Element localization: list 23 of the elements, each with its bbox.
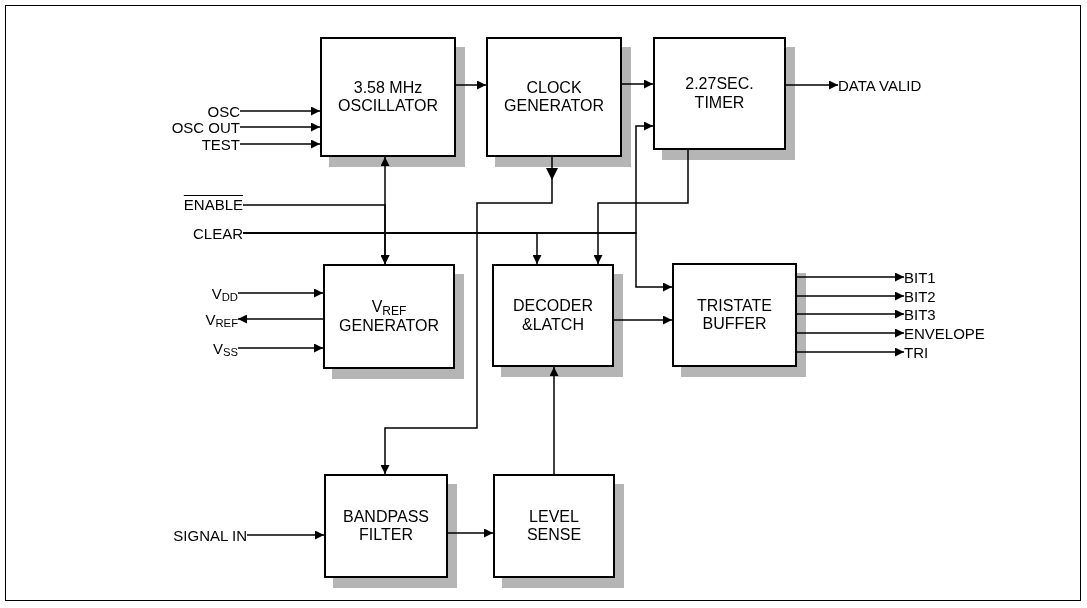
block-label: TRISTATE BUFFER: [696, 296, 773, 334]
signal-label: DATA VALID: [838, 76, 968, 94]
signal-label: TEST: [180, 135, 240, 153]
signal-label: BIT3: [904, 305, 964, 323]
block-label: V$_{REF}$ GENERATOR: [338, 298, 440, 335]
signal-label: V$_{DD}$: [190, 282, 238, 304]
signal-label: ENVELOPE: [904, 324, 1004, 342]
signal-label: OSC: [180, 102, 240, 120]
signal-label: ENABLE: [150, 194, 243, 214]
signal-label: OSC OUT: [150, 118, 240, 136]
signal-label: V$_{REF}$: [185, 308, 238, 330]
signal-label: CLEAR: [160, 224, 243, 242]
signal-label: TRI: [904, 343, 964, 361]
block-label: 2.27SEC. TIMER: [684, 75, 755, 112]
block-label: DECODER &LATCH: [512, 297, 594, 334]
block-label: 3.58 MHz OSCILLATOR: [337, 78, 439, 116]
signal-label: SIGNAL IN: [130, 526, 247, 544]
block-label: CLOCK GENERATOR: [503, 78, 605, 116]
block-label: LEVEL SENSE: [525, 507, 583, 545]
signal-label: BIT1: [904, 268, 964, 286]
signal-label: BIT2: [904, 287, 964, 305]
signal-label: V$_{SS}$: [190, 337, 238, 359]
block-label: BANDPASS FILTER: [342, 507, 430, 545]
